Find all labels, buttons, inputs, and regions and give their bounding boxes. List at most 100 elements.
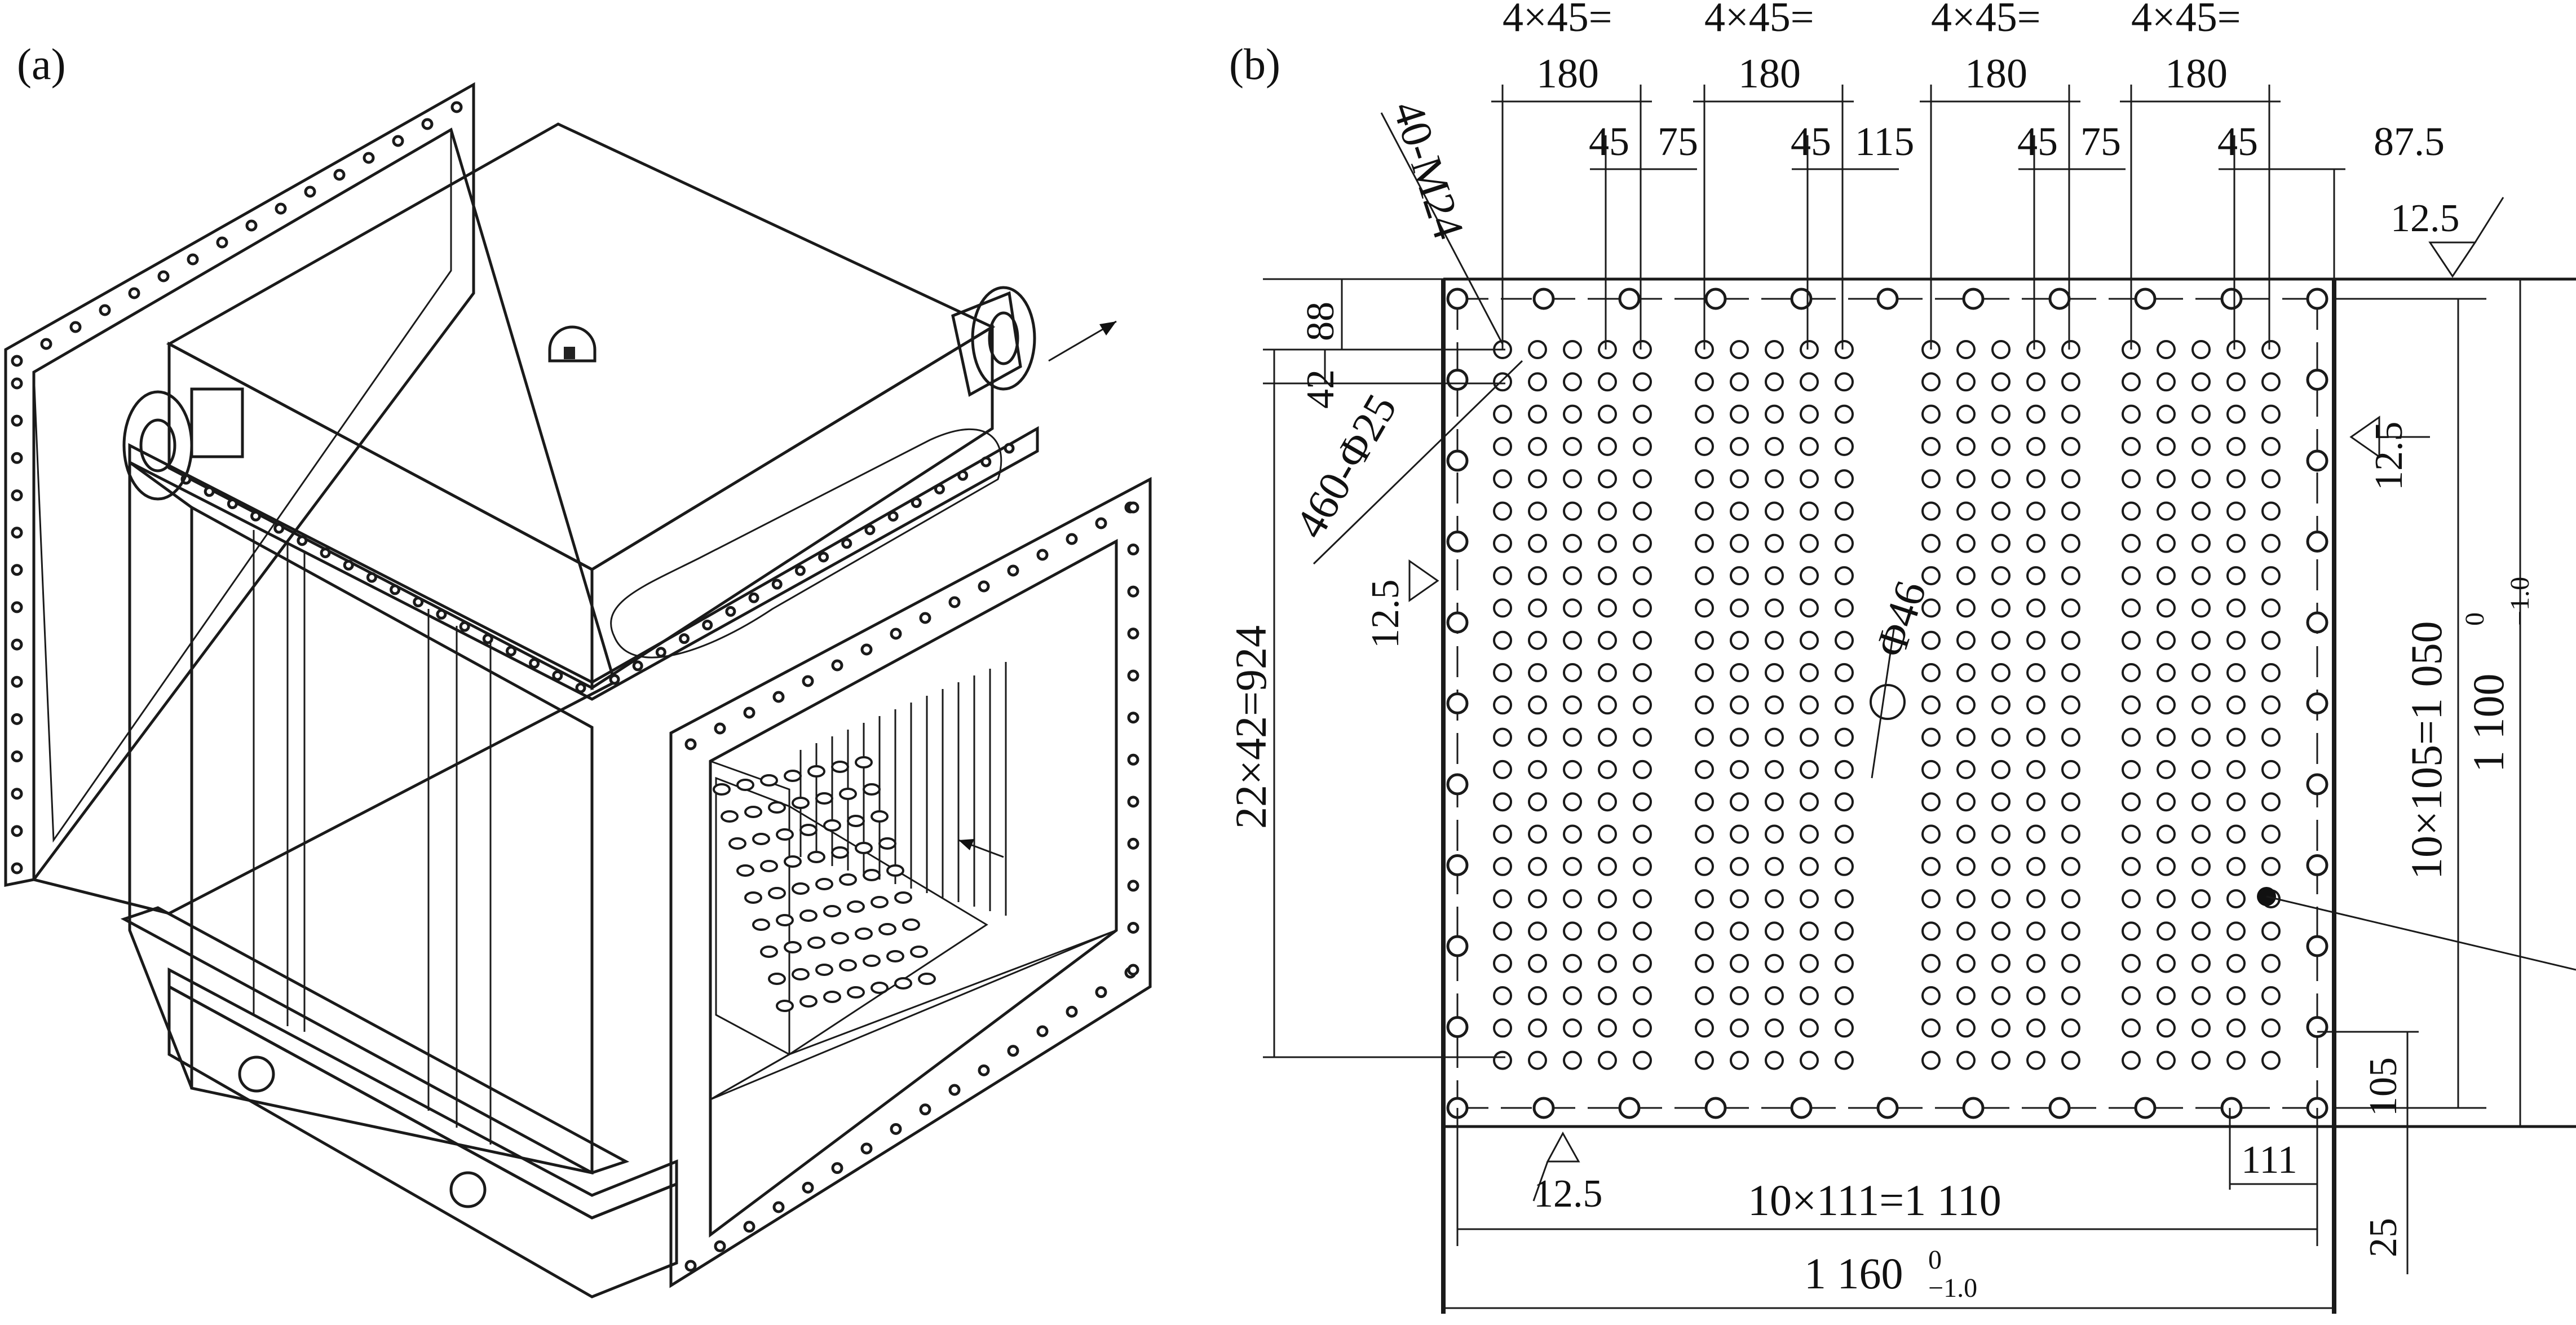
bolt-hole <box>1704 1097 1727 1119</box>
tube-hole <box>1493 921 1512 941</box>
tube-hole <box>1695 889 1714 909</box>
right-nozzle-flange <box>971 286 1036 391</box>
tube-hole <box>1528 986 1547 1005</box>
group-label-line2: 180 <box>1738 51 1801 97</box>
tube-hole <box>1493 630 1512 650</box>
center-hole-label: Φ46 <box>1865 575 1935 662</box>
tube-hole <box>1563 695 1582 715</box>
isometric-view: (a) <box>4 39 1152 1298</box>
tube-hole <box>1765 598 1784 618</box>
tube-hole <box>2261 727 2281 747</box>
tube-hole <box>1956 372 1976 392</box>
tube-hole <box>1991 663 2011 682</box>
tube-hole <box>1493 953 1512 973</box>
tube-hole <box>1563 372 1582 392</box>
group-label-line1: 4×45= <box>1931 0 2040 41</box>
dim-1100-tol-upper: 0 <box>2460 612 2490 626</box>
tube-hole <box>2157 953 2176 973</box>
pitch-label: 45 <box>2017 119 2058 164</box>
bolt-hole <box>1532 288 1555 310</box>
dim-1100: 1 100 <box>2464 674 2513 773</box>
gap-label: 75 <box>2080 119 2121 164</box>
tube-hole <box>2026 469 2045 489</box>
bolt-hole <box>2306 611 2328 634</box>
tube-hole <box>1835 598 1854 618</box>
tube-hole <box>2226 695 2246 715</box>
tube-hole <box>1695 759 1714 779</box>
svg-text:12.5: 12.5 <box>2391 197 2460 240</box>
tube-hole <box>1528 566 1547 586</box>
tube-hole <box>1800 566 1819 586</box>
bolt-hole <box>2306 692 2328 714</box>
svg-text:12.5: 12.5 <box>1534 1172 1603 1216</box>
tube-hole <box>1633 856 1652 876</box>
tube-hole <box>1835 889 1854 909</box>
tube-hole <box>1956 340 1976 359</box>
tube-hole <box>2122 953 2141 973</box>
rear-flange <box>4 82 475 887</box>
tube-hole <box>2226 856 2246 876</box>
tube-hole <box>1598 953 1617 973</box>
bolt-hole <box>1618 1097 1641 1119</box>
tube-hole <box>1800 792 1819 812</box>
tube-hole <box>1991 630 2011 650</box>
tube-hole <box>1695 986 1714 1005</box>
tube-hole <box>1695 404 1714 424</box>
tube-hole <box>1730 759 1749 779</box>
tube-hole <box>1765 759 1784 779</box>
tube-hole <box>2191 1050 2211 1070</box>
tube-hole <box>2191 824 2211 844</box>
tube-hole <box>1563 469 1582 489</box>
tube-hole <box>1563 1050 1582 1070</box>
tube-hole <box>2061 856 2080 876</box>
tube-hole <box>1991 340 2011 359</box>
tube-hole <box>2122 889 2141 909</box>
tube-hole <box>1528 501 1547 521</box>
tube-hole <box>2191 921 2211 941</box>
tube-hole <box>1633 889 1652 909</box>
tube-hole <box>2122 856 2141 876</box>
tube-hole <box>1633 1050 1652 1070</box>
tube-hole <box>1695 501 1714 521</box>
tube-hole <box>1921 856 1941 876</box>
tube-hole <box>1921 824 1941 844</box>
tube-hole <box>1493 598 1512 618</box>
tube-hole <box>2191 533 2211 553</box>
tube-hole <box>1921 533 1941 553</box>
tube-hole <box>2191 663 2211 682</box>
tube-hole <box>1598 889 1617 909</box>
tube-hole <box>2261 372 2281 392</box>
tube-hole <box>1493 695 1512 715</box>
tube-hole <box>1921 566 1941 586</box>
tube-hole <box>1800 824 1819 844</box>
tube-hole <box>1835 436 1854 456</box>
weld-symbol-top-right: 12.5 <box>2391 197 2504 278</box>
tube-hole <box>1921 792 1941 812</box>
tube-hole <box>1730 501 1749 521</box>
tube-hole <box>2226 469 2246 489</box>
tube-hole <box>1800 986 1819 1005</box>
tube-hole <box>1765 404 1784 424</box>
tube-hole <box>1956 436 1976 456</box>
tube-hole <box>1598 1050 1617 1070</box>
tube-hole <box>1800 404 1819 424</box>
tube-hole <box>2026 986 2045 1005</box>
gap-label: 75 <box>1658 119 1698 164</box>
tube-hole <box>1765 501 1784 521</box>
tube-hole <box>2191 889 2211 909</box>
tube-hole <box>1695 727 1714 747</box>
dim-88: 88 <box>1299 302 1342 341</box>
tube-hole <box>2226 1018 2246 1038</box>
tube-hole <box>1765 792 1784 812</box>
tube-hole <box>1563 533 1582 553</box>
tube-hole <box>2061 986 2080 1005</box>
tube-hole <box>1598 921 1617 941</box>
tube-hole <box>1835 953 1854 973</box>
tube-hole <box>2191 372 2211 392</box>
tube-hole <box>1835 566 1854 586</box>
tube-hole <box>2261 953 2281 973</box>
tube-hole <box>1991 469 2011 489</box>
tube-hole <box>2122 759 2141 779</box>
tube-hole <box>1765 630 1784 650</box>
bolt-hole <box>2134 1097 2157 1119</box>
